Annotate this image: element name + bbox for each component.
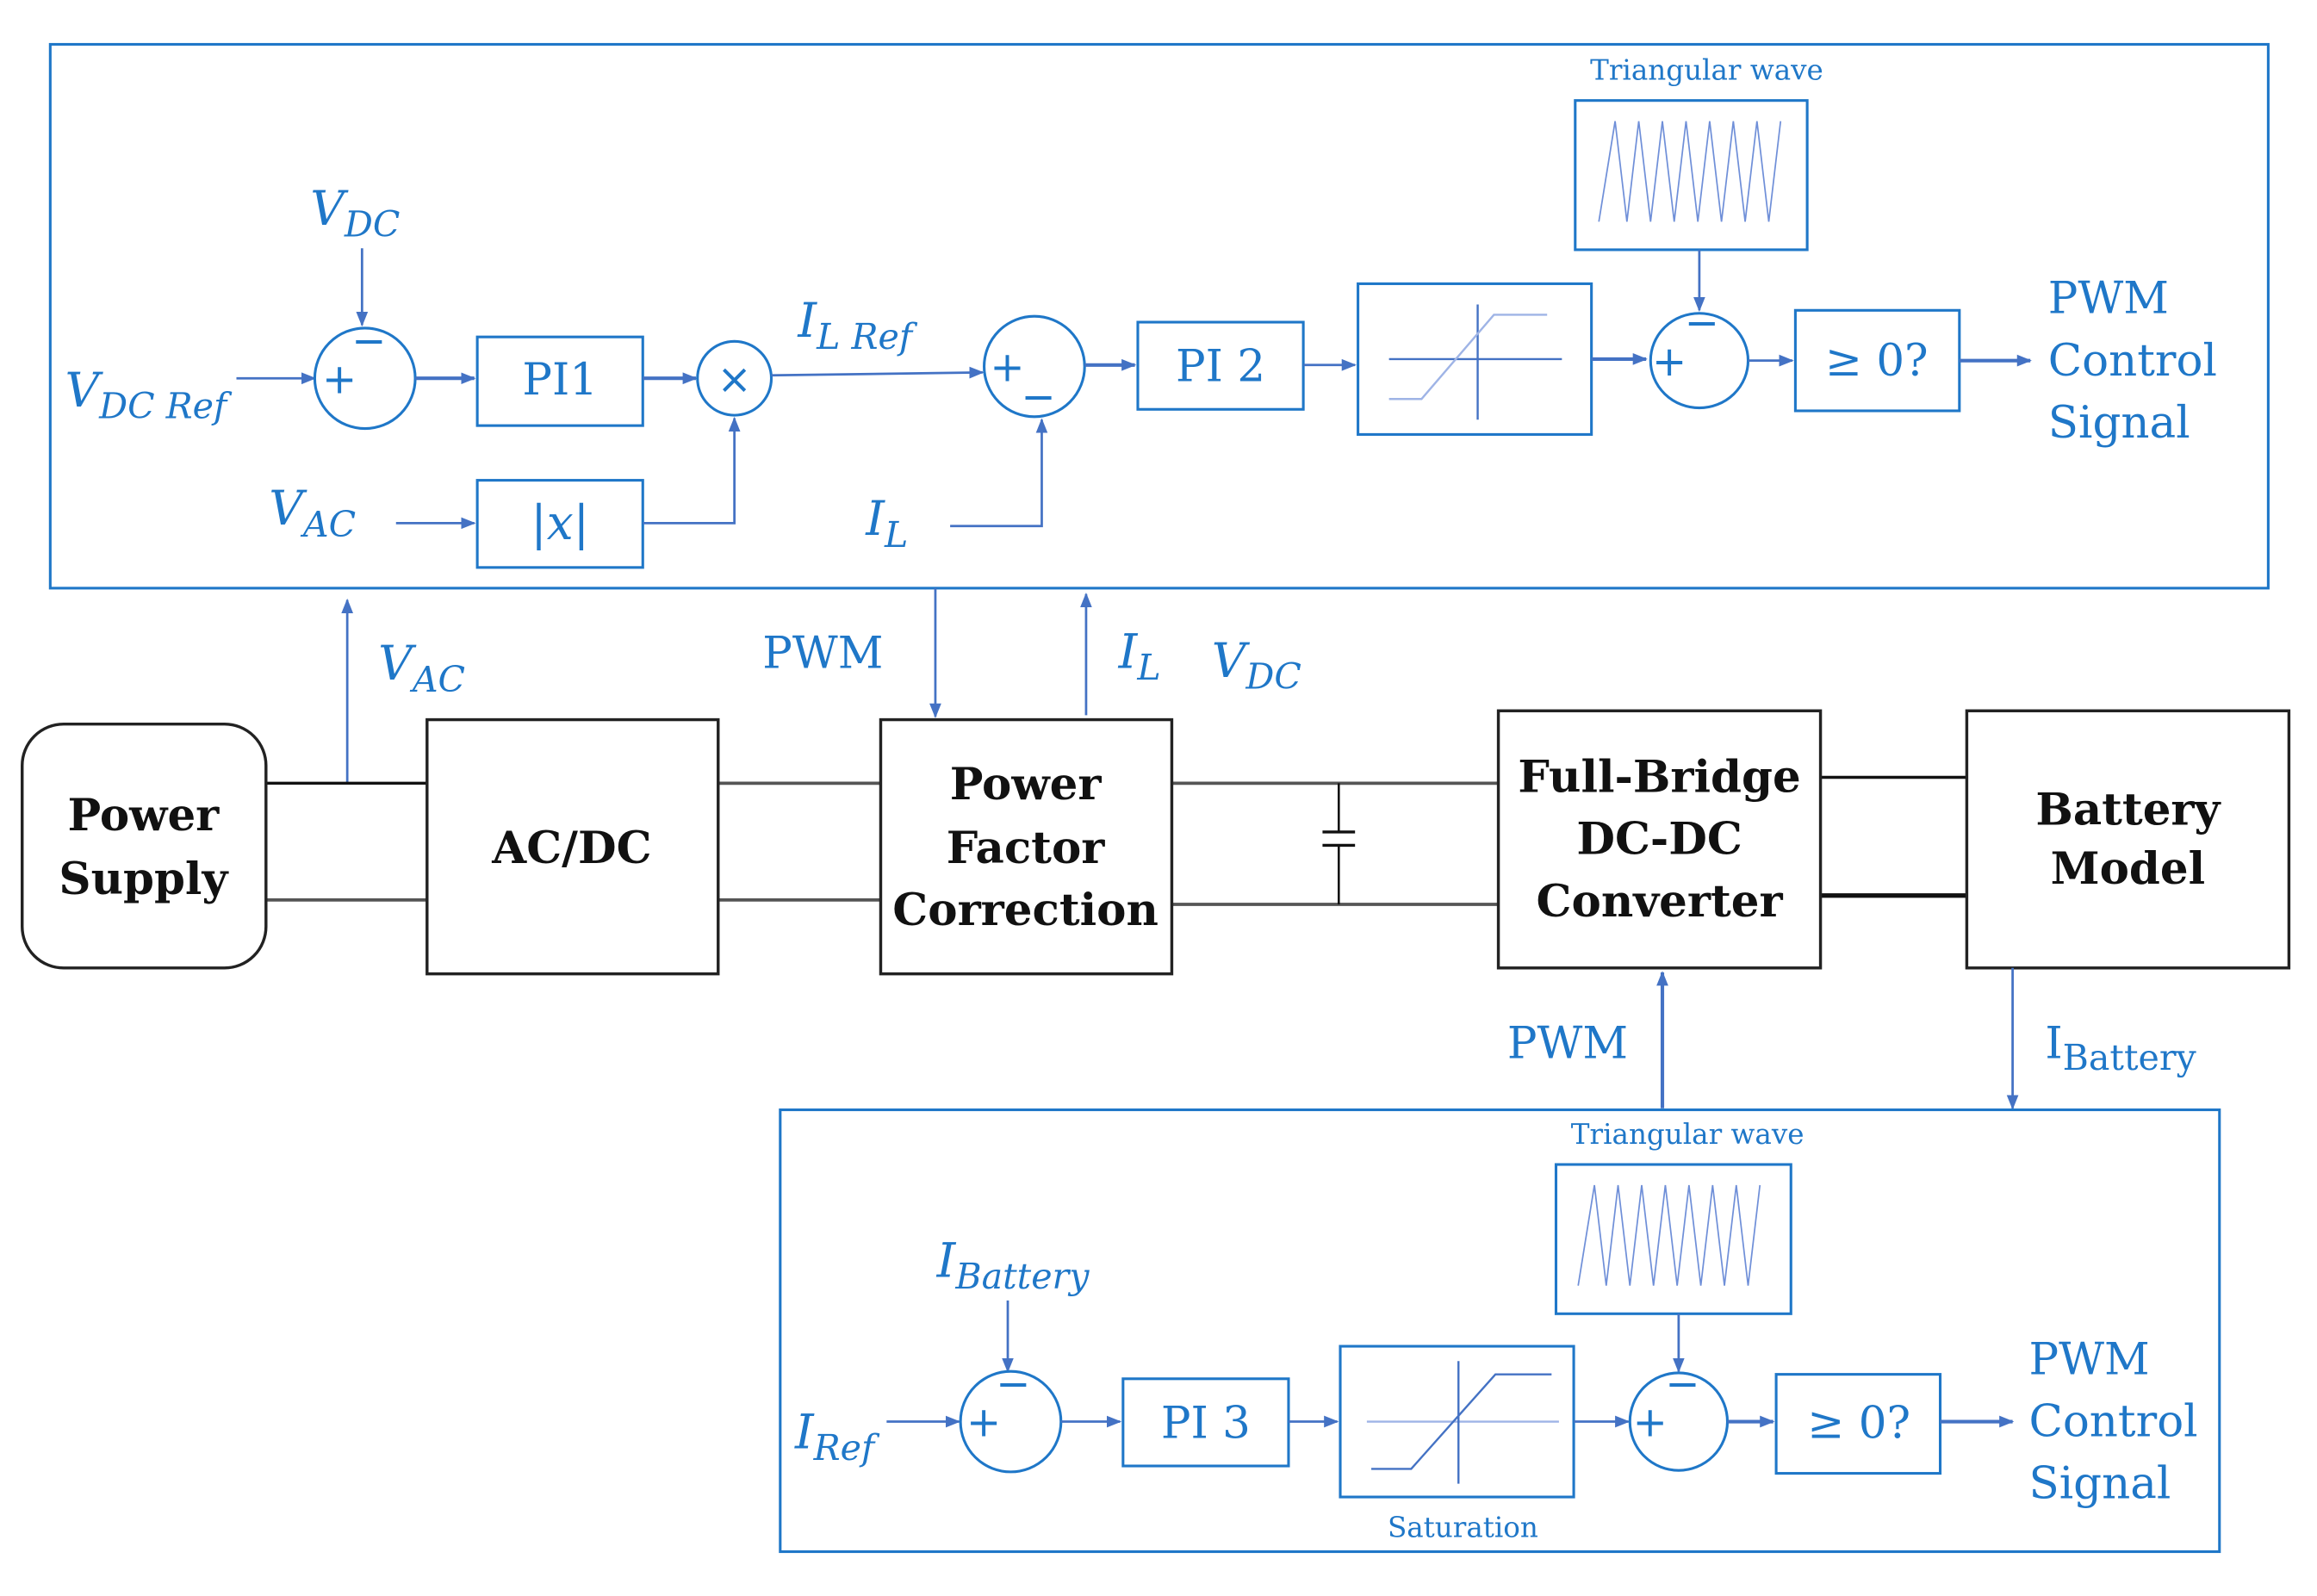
- bottom-controller-frame: [779, 1108, 2221, 1554]
- svg-text:+: +: [966, 1399, 1001, 1447]
- bottom-saturation-block: [1339, 1344, 1575, 1499]
- svg-text:−: −: [1685, 299, 1719, 347]
- top-vdc-label: VDC: [310, 181, 400, 245]
- pi2-label: PI 2: [1176, 341, 1265, 393]
- abs-label: |x|: [531, 495, 589, 550]
- svg-text:−: −: [996, 1360, 1030, 1408]
- top-triangular-label: Triangular wave: [1590, 54, 1823, 87]
- svg-text:−: −: [1665, 1360, 1699, 1408]
- bottom-sum1-junction: + −: [959, 1360, 1063, 1474]
- pfc-line2: Factor: [947, 823, 1105, 874]
- pfc-line1: Power: [950, 759, 1103, 810]
- top-sum1-junction: + −: [313, 317, 417, 431]
- multiplier-junction: ×: [696, 339, 773, 417]
- abs-block: [475, 479, 644, 569]
- full-bridge-line2: DC-DC: [1576, 814, 1742, 866]
- pfc-line3: Correction: [892, 885, 1158, 936]
- top-compare-label: ≥ 0?: [1825, 335, 1929, 387]
- iref-label: IRef: [794, 1404, 880, 1469]
- top-output-line3: Signal: [2048, 397, 2190, 449]
- battery-model-block: [1965, 709, 2291, 970]
- top-triangular-wave-block: [1574, 99, 1809, 252]
- bottom-triangular-label: Triangular wave: [1571, 1118, 1805, 1151]
- bottom-ibattery-label: IBattery: [936, 1233, 1090, 1297]
- ibattery-signal-label: IBattery: [2045, 1017, 2196, 1078]
- pwm-pfc-label: PWM: [762, 628, 883, 680]
- bottom-output-line2: Control: [2028, 1396, 2197, 1448]
- svg-text:+: +: [322, 355, 357, 403]
- top-output-line1: PWM: [2048, 273, 2169, 325]
- il-ref-label: IL Ref: [797, 293, 917, 357]
- power-supply-block: [21, 722, 268, 970]
- top-saturation-block: [1357, 282, 1593, 436]
- full-bridge-line3: Converter: [1537, 876, 1784, 928]
- bottom-output-line1: PWM: [2028, 1334, 2149, 1386]
- mult-to-sum2-arrow: [771, 366, 985, 379]
- pi1-label: PI1: [522, 354, 598, 406]
- vdc-signal-label: VDC: [1212, 633, 1301, 698]
- top-sum2-junction: + −: [983, 314, 1086, 421]
- top-output-line2: Control: [2048, 335, 2217, 387]
- power-supply-line1: Power: [68, 790, 221, 841]
- bottom-compare-block: [1774, 1373, 1942, 1475]
- svg-text:−: −: [351, 317, 386, 365]
- svg-text:−: −: [1021, 373, 1055, 421]
- svg-text:+: +: [990, 344, 1024, 392]
- pi3-label: PI 3: [1161, 1397, 1251, 1449]
- bottom-triangular-wave-block: [1554, 1163, 1792, 1315]
- vac-signal-label: VAC: [378, 636, 465, 700]
- top-vac-label: VAC: [269, 481, 356, 545]
- ac-dc-label: AC/DC: [491, 823, 651, 874]
- bottom-compare-label: ≥ 0?: [1807, 1397, 1910, 1449]
- top-sum3-junction: + −: [1649, 299, 1750, 410]
- battery-line2: Model: [2051, 843, 2206, 895]
- saturation-label: Saturation: [1388, 1511, 1538, 1543]
- top-vdcref-label: VDC Ref: [65, 363, 233, 427]
- pi2-block: [1136, 320, 1305, 411]
- full-bridge-line1: Full-Bridge: [1518, 752, 1800, 804]
- il-to-sum2-arrow: [950, 418, 1048, 528]
- top-il-label: IL: [865, 491, 908, 556]
- ac-dc-block: [426, 717, 720, 976]
- abs-to-mult-arrow: [643, 416, 741, 525]
- pwm-dcdc-label: PWM: [1507, 1017, 1628, 1069]
- svg-text:×: ×: [717, 355, 752, 403]
- bottom-output-line3: Signal: [2028, 1458, 2171, 1510]
- pfc-block: [879, 717, 1174, 976]
- pi1-block: [475, 335, 644, 427]
- bottom-sum2-junction: + −: [1628, 1360, 1730, 1472]
- top-compare-block: [1793, 308, 1961, 413]
- power-supply-line2: Supply: [59, 854, 229, 905]
- dc-link-capacitor-icon: [1322, 783, 1356, 905]
- battery-line1: Battery: [2035, 784, 2221, 835]
- svg-text:+: +: [1652, 338, 1687, 386]
- svg-text:+: +: [1633, 1399, 1668, 1447]
- full-bridge-block: [1496, 709, 1823, 970]
- top-controller-frame: [48, 42, 2270, 590]
- il-signal-label: IL: [1118, 624, 1161, 689]
